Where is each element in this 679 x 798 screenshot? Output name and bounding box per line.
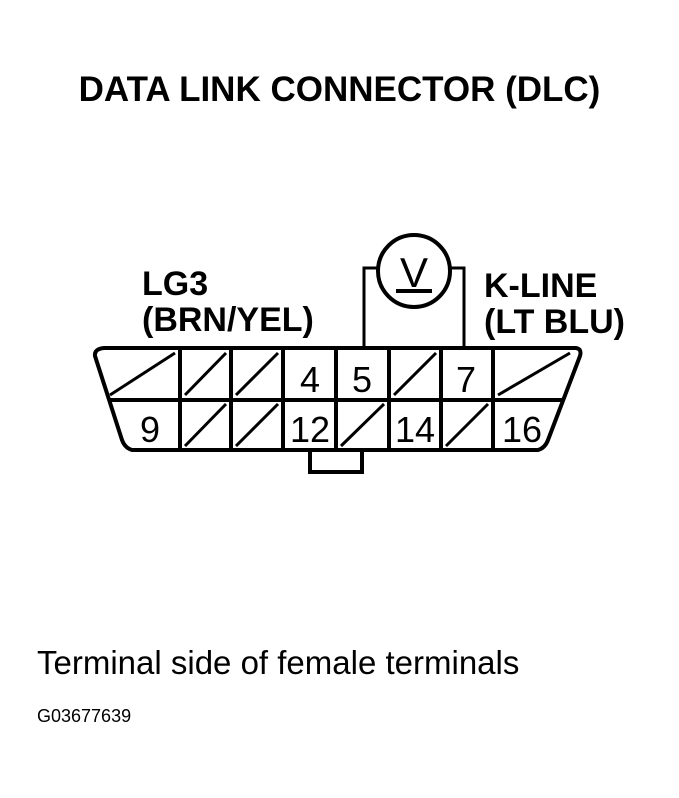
unused-terminal-slashes <box>109 351 571 448</box>
right-wire-name: K-LINE <box>484 267 598 305</box>
right-wire-color: (LT BLU) <box>484 303 625 341</box>
pin-5-label: 5 <box>352 359 372 400</box>
caption: Terminal side of female terminals <box>37 644 520 681</box>
pin-numbers: 4 5 7 9 12 14 16 <box>140 359 542 450</box>
left-wire-color: (BRN/YEL) <box>142 301 314 339</box>
voltmeter-icon: V <box>376 233 452 309</box>
pin-16-label: 16 <box>502 409 542 450</box>
meter-leads <box>362 266 466 348</box>
pin-9-label: 9 <box>140 409 160 450</box>
voltmeter-symbol: V <box>400 249 428 296</box>
right-wire-label: K-LINE (LT BLU) <box>484 268 625 340</box>
connector-body <box>92 346 583 474</box>
pin-4-label: 4 <box>300 359 320 400</box>
left-wire-label: LG3 (BRN/YEL) <box>142 266 314 338</box>
pin-12-label: 12 <box>290 409 330 450</box>
pin-7-label: 7 <box>456 359 476 400</box>
left-wire-name: LG3 <box>142 265 209 303</box>
figure-id: G03677639 <box>37 706 132 726</box>
diagram-title: DATA LINK CONNECTOR (DLC) <box>78 70 601 109</box>
pin-14-label: 14 <box>395 409 435 450</box>
